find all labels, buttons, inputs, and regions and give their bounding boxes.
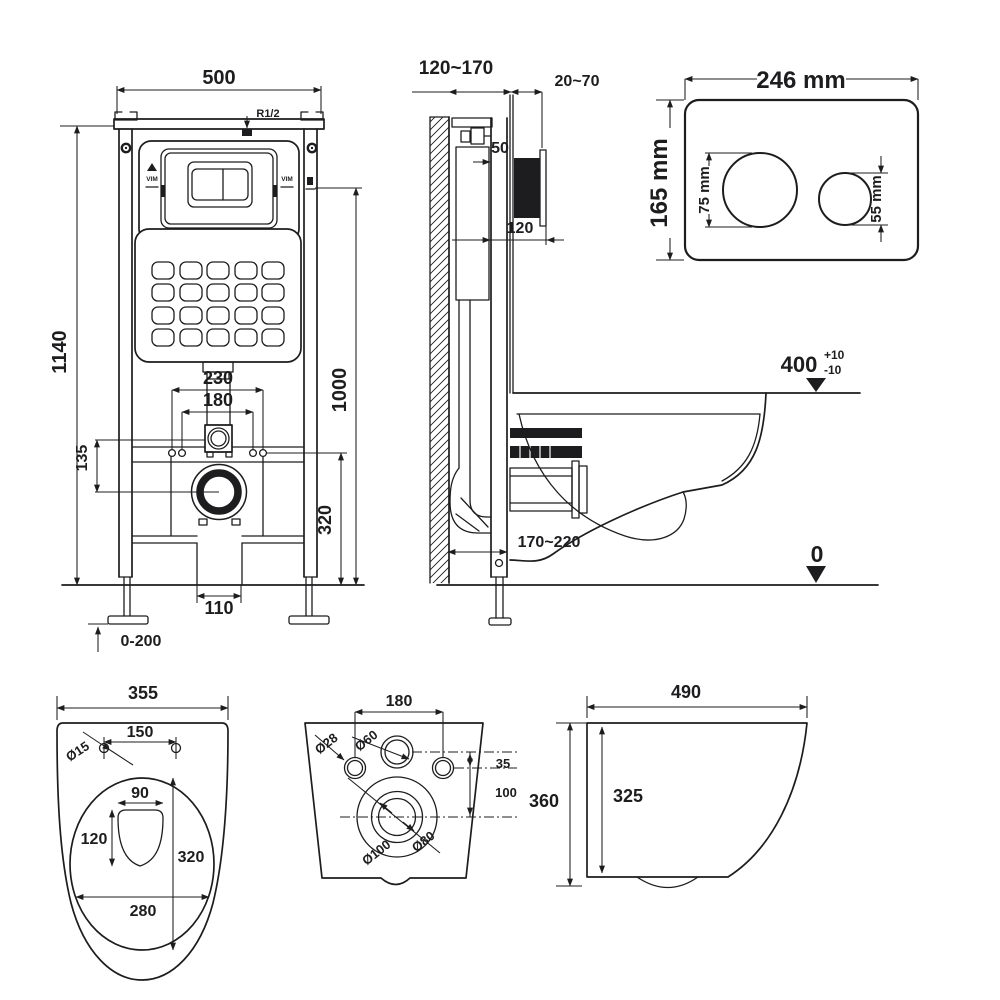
brand-logo-right: VIM [281,176,293,183]
dim-frame-width: 500 [202,67,235,89]
bowl-back-view: 180 35 100 Ø28 Ø60 Ø100 Ø80 [304,693,517,886]
dim-rim-height: 400 [781,352,818,377]
dim-inlet-offset: 35 [496,756,510,771]
dim-floor-level: 0 [811,541,824,567]
dim-foot-adjust: 0-200 [121,633,162,650]
dim-bowl-length: 320 [178,849,205,866]
dim-plate-width: 246 mm [756,67,845,94]
dim-large-button: 75 mm [696,166,713,214]
floor-marker-icon [806,566,826,583]
dim-anchor-outer: 230 [203,368,233,388]
dim-bolt-dia: Ø15 [63,738,92,764]
dim-drain-height: 320 [315,505,335,535]
frame-front-view: 500 1140 R1/2 VIM [49,67,365,652]
dim-plate-gap: 50 [491,140,509,157]
dim-inner-height: 1000 [329,368,351,413]
dim-wall-gap: 20~70 [555,73,600,90]
dim-bowl-width: 355 [128,683,158,703]
dim-plate-height: 165 mm [646,138,673,227]
level-marker-icon [806,378,826,392]
dim-drain-offset: 100 [495,785,517,800]
large-flush-button [722,152,798,228]
dim-bowl-inner-width: 280 [130,903,157,920]
side-section-view: 120~170 20~70 50 120 [412,58,879,626]
brand-logo-left: VIM [146,176,158,183]
dim-rim-tol-plus: +10 [824,348,845,362]
dim-small-button: 55 mm [868,175,885,223]
dim-frame-depth: 120~170 [419,58,494,79]
logo-triangle-icon [147,163,157,171]
bowl-top-view: 355 150 Ø15 90 120 320 280 [56,683,229,981]
dim-outlet-width: 110 [204,598,233,618]
dim-outlet-depth: 170~220 [518,534,581,551]
dim-bolt-spacing: 150 [127,724,154,741]
dim-flush-depth: 120 [81,831,108,848]
dim-anchor-inner: 180 [203,390,233,410]
bowl-side-view: 490 360 325 [529,682,808,889]
dim-wall-offset: 120 [507,220,534,237]
dim-bowl-depth: 490 [671,682,701,702]
rail-marker-icon [307,177,313,185]
dim-bowl-height: 360 [529,791,559,811]
dim-water-inlet: R1/2 [256,108,279,120]
dim-flush-width: 90 [131,785,149,802]
flush-plate-view: 246 mm 165 mm 75 mm 55 mm [646,67,920,262]
dim-frame-height: 1140 [49,330,71,373]
dim-rim-tol-minus: -10 [824,363,842,377]
dim-drain-dia: Ø80 [409,828,438,855]
dim-supply-offset: 135 [74,445,91,472]
flush-plate-section [514,158,540,218]
dim-back-bolt-spacing: 180 [386,693,413,710]
protection-panel-grid [151,261,285,347]
dim-bowl-inner-height: 325 [613,786,643,806]
dim-inlet-dia: Ø60 [352,727,381,754]
wall-hatch [430,117,449,583]
